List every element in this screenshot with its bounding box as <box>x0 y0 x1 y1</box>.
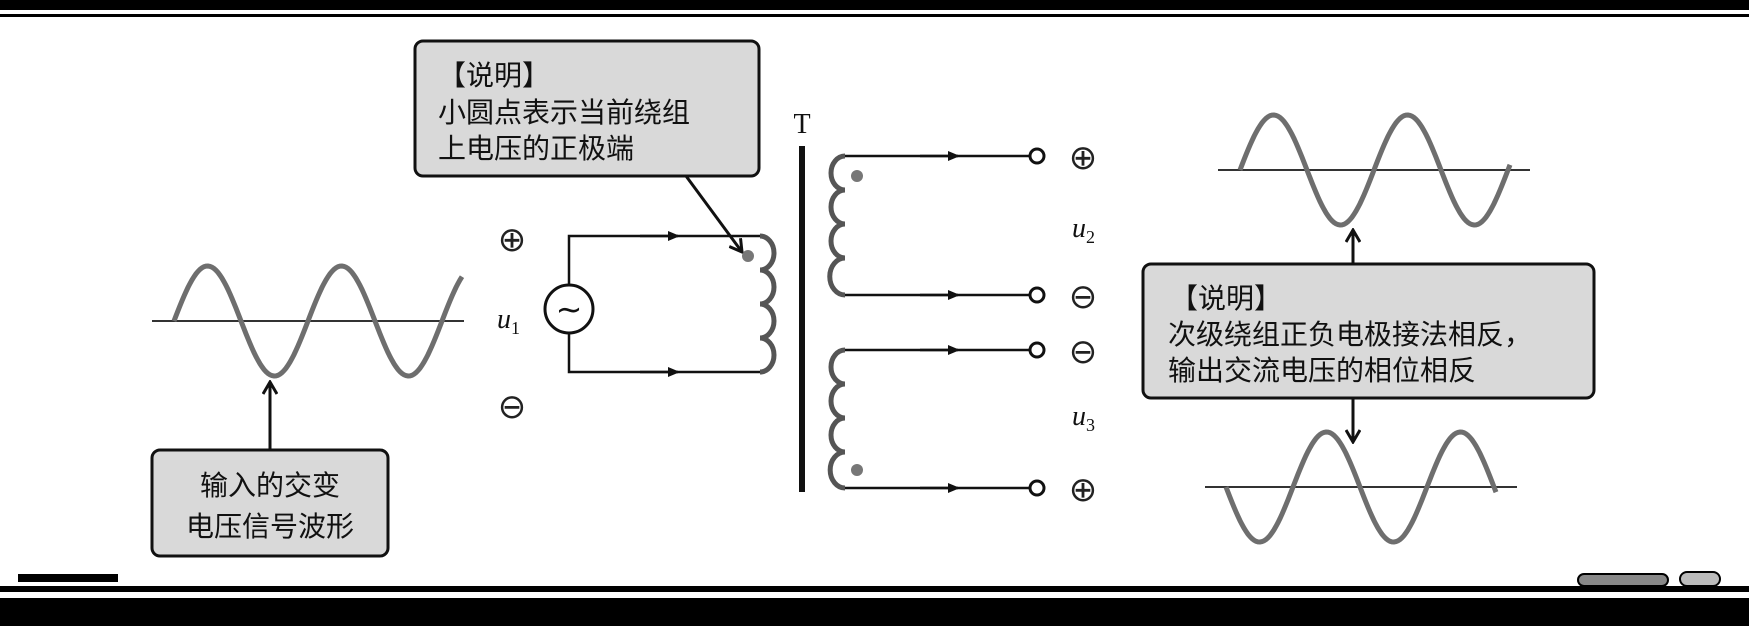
secondary-winding-1 <box>827 153 846 298</box>
sec2-bottom-terminal <box>1028 479 1046 497</box>
sec2-plus-sign: ⊕ <box>1069 470 1098 510</box>
input-sine-wave <box>171 263 465 379</box>
sec2-minus-sign: ⊖ <box>1069 332 1098 372</box>
dot-callout-arrow <box>684 175 742 252</box>
input-waveform <box>152 263 465 379</box>
u3-label: u3 <box>1072 401 1095 435</box>
dot-callout-line-1: 【说明】 <box>438 59 550 92</box>
transformer-core: T <box>793 109 811 492</box>
primary-polarity-dot <box>742 250 754 262</box>
primary-plus-sign: ⊕ <box>498 220 527 260</box>
output-top-sine-wave <box>1237 112 1513 228</box>
input-callout: 输入的交变 电压信号波形 <box>150 448 390 558</box>
primary-winding <box>759 233 777 375</box>
output-callout-box <box>1141 262 1596 400</box>
secondary-winding-2 <box>827 347 846 491</box>
input-callout-line-2: 电压信号波形 <box>186 510 354 543</box>
chalk-decoration <box>1577 571 1721 587</box>
secondary-winding-2-circuit: ⊖ ⊕ u3 <box>827 332 1098 510</box>
sec1-top-terminal <box>1028 147 1046 165</box>
output-callout-line-1: 【说明】 <box>1170 282 1282 315</box>
output-waveform-bottom <box>1205 429 1517 545</box>
dot-callout-box <box>413 39 761 178</box>
output-bottom-sine-wave <box>1223 429 1499 545</box>
sec1-plus-sign: ⊕ <box>1069 138 1098 178</box>
dot-callout-line-2: 小圆点表示当前绕组 <box>438 96 690 129</box>
output-callout-line-2: 次级绕组正负电极接法相反， <box>1168 318 1532 351</box>
output-callout: 【说明】 次级绕组正负电极接法相反， 输出交流电压的相位相反 <box>1141 262 1596 400</box>
primary-top-wire <box>567 234 760 285</box>
transformer-label: T <box>793 109 810 140</box>
sec1-minus-sign: ⊖ <box>1069 277 1098 317</box>
primary-bottom-wire <box>567 333 760 374</box>
secondary-winding-1-circuit: ⊕ ⊖ u2 <box>827 138 1098 317</box>
primary-circuit: ⊕ ⊖ u1 ~ <box>497 220 777 427</box>
dot-callout: 【说明】 小圆点表示当前绕组 上电压的正极端 <box>413 39 761 178</box>
input-callout-line-1: 输入的交变 <box>200 469 340 502</box>
output-callout-line-3: 输出交流电压的相位相反 <box>1168 354 1476 387</box>
u1-label: u1 <box>497 304 520 338</box>
output-waveform-top <box>1218 112 1530 228</box>
secondary-1-polarity-dot <box>851 170 863 182</box>
sec1-bottom-terminal <box>1028 286 1046 304</box>
primary-minus-sign: ⊖ <box>498 387 527 427</box>
secondary-2-polarity-dot <box>851 464 863 476</box>
input-callout-box <box>150 448 390 558</box>
dot-callout-line-3: 上电压的正极端 <box>438 132 634 165</box>
ac-source-symbol: ~ <box>556 290 583 328</box>
sec2-top-terminal <box>1028 341 1046 359</box>
u2-label: u2 <box>1072 213 1095 247</box>
